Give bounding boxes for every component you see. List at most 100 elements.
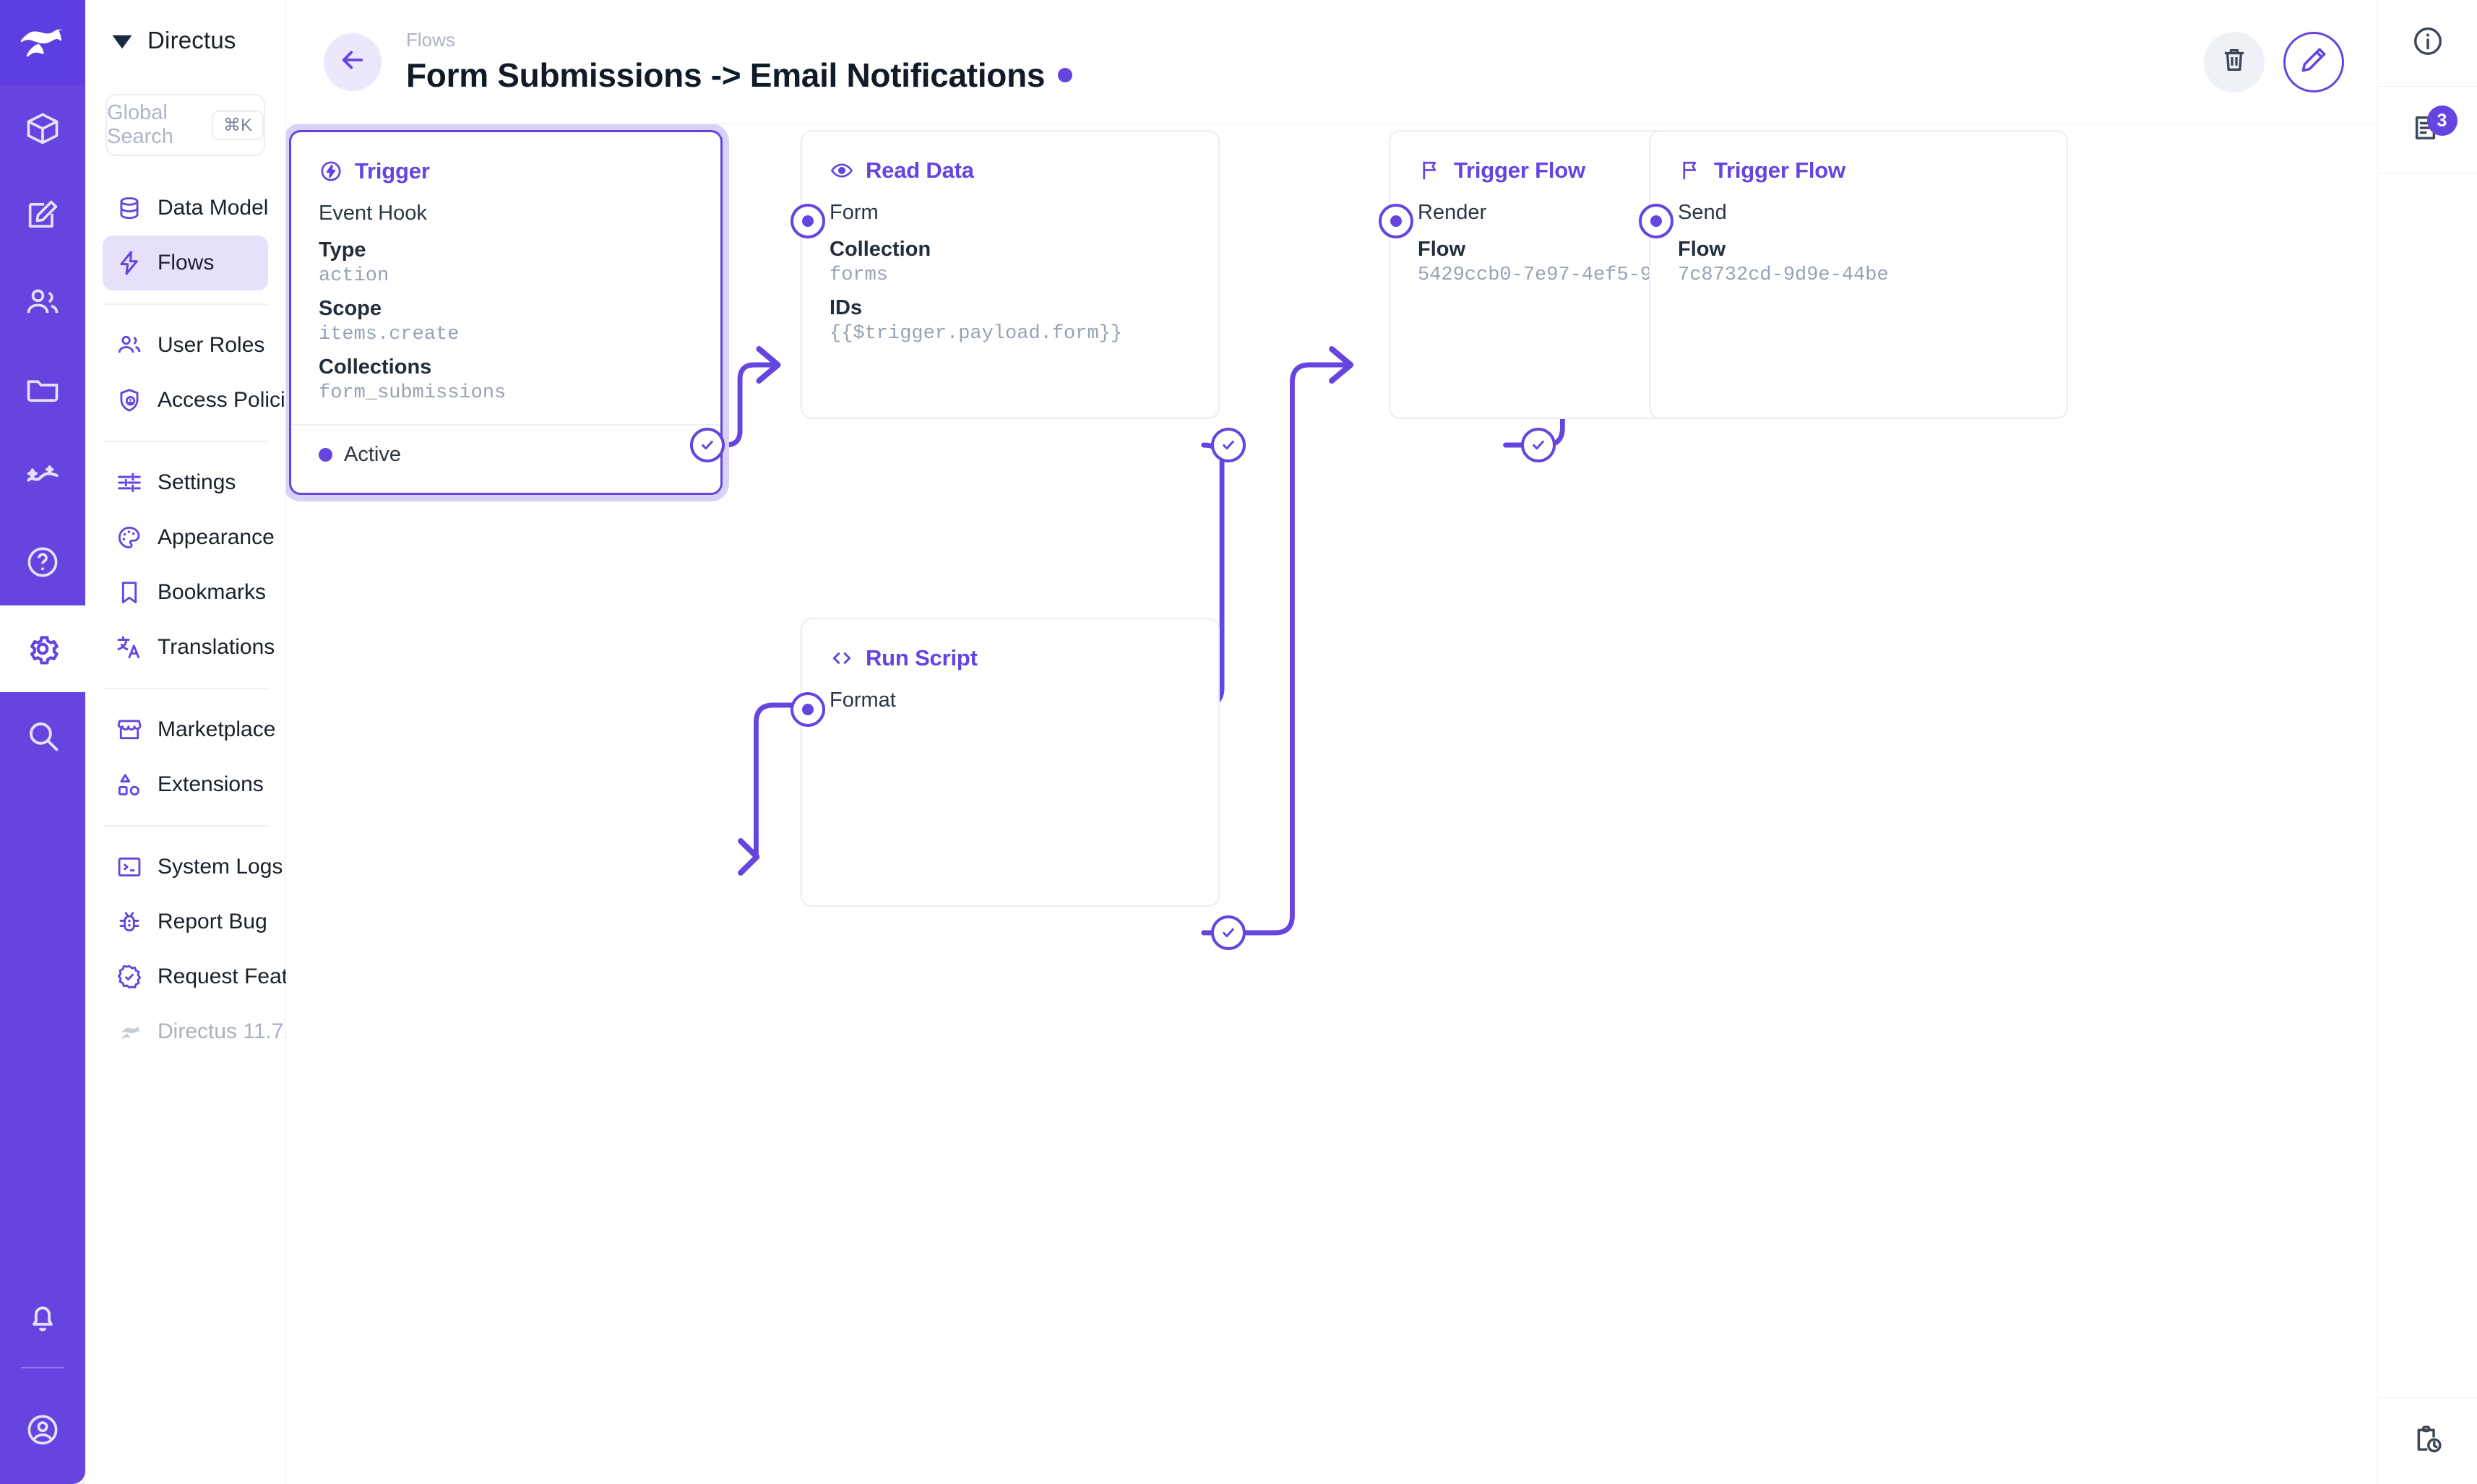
sidebar-item-label: Settings [158, 470, 236, 494]
flow-node-trigger[interactable]: Trigger Event Hook Type action Scope ite… [289, 130, 723, 495]
insights-icon[interactable] [0, 432, 85, 519]
edit-square-icon[interactable] [0, 172, 85, 259]
node-header: Trigger [319, 158, 693, 184]
flow-node-run-script[interactable]: Run Script Format [801, 618, 1220, 907]
arrow-left-icon [337, 45, 368, 79]
node-name: Send [1678, 201, 1727, 224]
users-icon[interactable] [0, 259, 85, 345]
logs-button[interactable]: 3 [2377, 87, 2477, 173]
gear-icon[interactable] [0, 605, 85, 692]
verified-icon [116, 963, 143, 991]
port-trigger-flow-render-success[interactable] [1521, 428, 1556, 462]
search-shortcut: ⌘K [211, 110, 264, 140]
tune-icon [116, 469, 143, 496]
sidebar-item-settings[interactable]: Settings [103, 455, 268, 510]
port-trigger-flow-send-input[interactable] [1639, 204, 1673, 238]
node-header: Read Data [830, 158, 1191, 184]
pencil-icon [2299, 45, 2329, 79]
port-read-data-input[interactable] [791, 204, 825, 238]
sidebar-group-0: Data Model Flows [85, 156, 285, 290]
sidebar-divider [103, 441, 268, 442]
flow-node-trigger-flow-send[interactable]: Trigger Flow Send Flow 7c8732cd-9d9e-44b… [1649, 130, 2068, 419]
back-button[interactable] [324, 33, 382, 91]
field-value: forms [830, 264, 889, 286]
brand-name: Directus [147, 27, 236, 53]
port-dot [1390, 215, 1402, 227]
node-header: Trigger Flow [1418, 158, 1779, 184]
field-key: IDs [830, 296, 863, 319]
sidebar-item-system-logs[interactable]: System Logs [103, 840, 283, 894]
field-value: 7c8732cd-9d9e-44be [1678, 264, 1889, 286]
port-trigger-flow-render-input[interactable] [1379, 204, 1413, 238]
sidebar-item-access-policies[interactable]: Access Policies [103, 373, 308, 428]
field-key: Collections [319, 355, 432, 379]
brand[interactable]: Directus [85, 0, 285, 81]
sidebar-item-translations[interactable]: Translations [103, 620, 275, 675]
content-box-icon[interactable] [0, 85, 85, 172]
sidebar-group-3: Marketplace Beta Extensions [85, 702, 352, 812]
bolt-icon [116, 249, 143, 277]
node-type-label: Trigger Flow [1454, 158, 1585, 183]
shapes-icon [116, 771, 143, 798]
sidebar-item-report-bug[interactable]: Report Bug [103, 894, 268, 949]
sidebar-item-label: User Roles [158, 333, 265, 357]
eye-icon [830, 158, 854, 183]
flow-canvas[interactable]: Trigger Event Hook Type action Scope ite… [286, 124, 2377, 1484]
sidebar-item-label: Access Policies [158, 388, 309, 412]
sidebar-item-appearance[interactable]: Appearance [103, 510, 275, 565]
info-button[interactable] [2377, 0, 2477, 87]
sidebar-item-marketplace[interactable]: Marketplace Beta [103, 702, 352, 757]
port-dot [1650, 215, 1662, 227]
port-dot [802, 215, 814, 227]
sidebar-divider [103, 825, 268, 827]
directus-logo-icon[interactable] [0, 0, 85, 85]
sidebar-item-label: Report Bug [158, 910, 267, 933]
history-button[interactable] [2377, 1397, 2477, 1484]
storefront-icon [116, 716, 143, 743]
module-rail [0, 0, 85, 1484]
title-block: Flows Form Submissions -> Email Notifica… [406, 28, 1073, 95]
info-circle-icon [2411, 25, 2444, 61]
port-read-data-success[interactable] [1211, 428, 1246, 462]
node-type-label: Read Data [866, 158, 974, 183]
port-trigger-success[interactable] [690, 428, 725, 462]
port-run-script-input[interactable] [791, 692, 825, 727]
sidebar-item-extensions[interactable]: Extensions [103, 757, 268, 812]
search-input[interactable]: Global Search ⌘K [105, 94, 265, 156]
field-key: Collection [830, 238, 931, 261]
sidebar-group-1: User Roles Access Policies [85, 318, 308, 428]
bookmark-icon [116, 579, 143, 606]
sidebar-item-bookmarks[interactable]: Bookmarks [103, 565, 268, 620]
help-circle-icon[interactable] [0, 519, 85, 605]
bug-icon [116, 908, 143, 936]
sidebar-item-user-roles[interactable]: User Roles [103, 318, 268, 373]
breadcrumb[interactable]: Flows [406, 28, 455, 51]
sidebar-item-label: Bookmarks [158, 580, 267, 604]
page-header: Flows Form Submissions -> Email Notifica… [286, 0, 2377, 124]
sidebar-item-flows[interactable]: Flows [103, 236, 268, 290]
node-type-label: Trigger Flow [1714, 158, 1845, 183]
sidebar-group-2: Settings Appearance Bookmarks Translatio… [85, 455, 285, 675]
node-type-label: Trigger [355, 158, 430, 184]
right-rail: 3 [2377, 0, 2477, 1484]
port-run-script-success[interactable] [1211, 915, 1246, 950]
folder-icon[interactable] [0, 345, 85, 432]
database-icon [116, 194, 143, 222]
sidebar-item-request-feature[interactable]: Request Feature [103, 949, 319, 1004]
edit-button[interactable] [2283, 31, 2344, 92]
flow-node-read-data[interactable]: Read Data Form Collection forms IDs {{$t… [801, 130, 1220, 419]
search-icon[interactable] [0, 692, 85, 779]
active-status-label: Active [344, 443, 401, 466]
sidebar-item-label: Marketplace [158, 717, 276, 741]
account-circle-icon[interactable] [0, 1376, 85, 1484]
bell-icon[interactable] [0, 1273, 85, 1360]
clipboard-clock-icon [2411, 1423, 2444, 1459]
flag-icon [1418, 158, 1442, 183]
translate-icon [116, 634, 143, 661]
port-dot [802, 704, 814, 715]
sidebar: Directus Global Search ⌘K Data Model Flo… [85, 0, 352, 1484]
sidebar-item-data-model[interactable]: Data Model [103, 181, 268, 236]
search-placeholder: Global Search [107, 101, 173, 148]
field-value: form_submissions [319, 382, 507, 404]
delete-button[interactable] [2204, 31, 2265, 92]
